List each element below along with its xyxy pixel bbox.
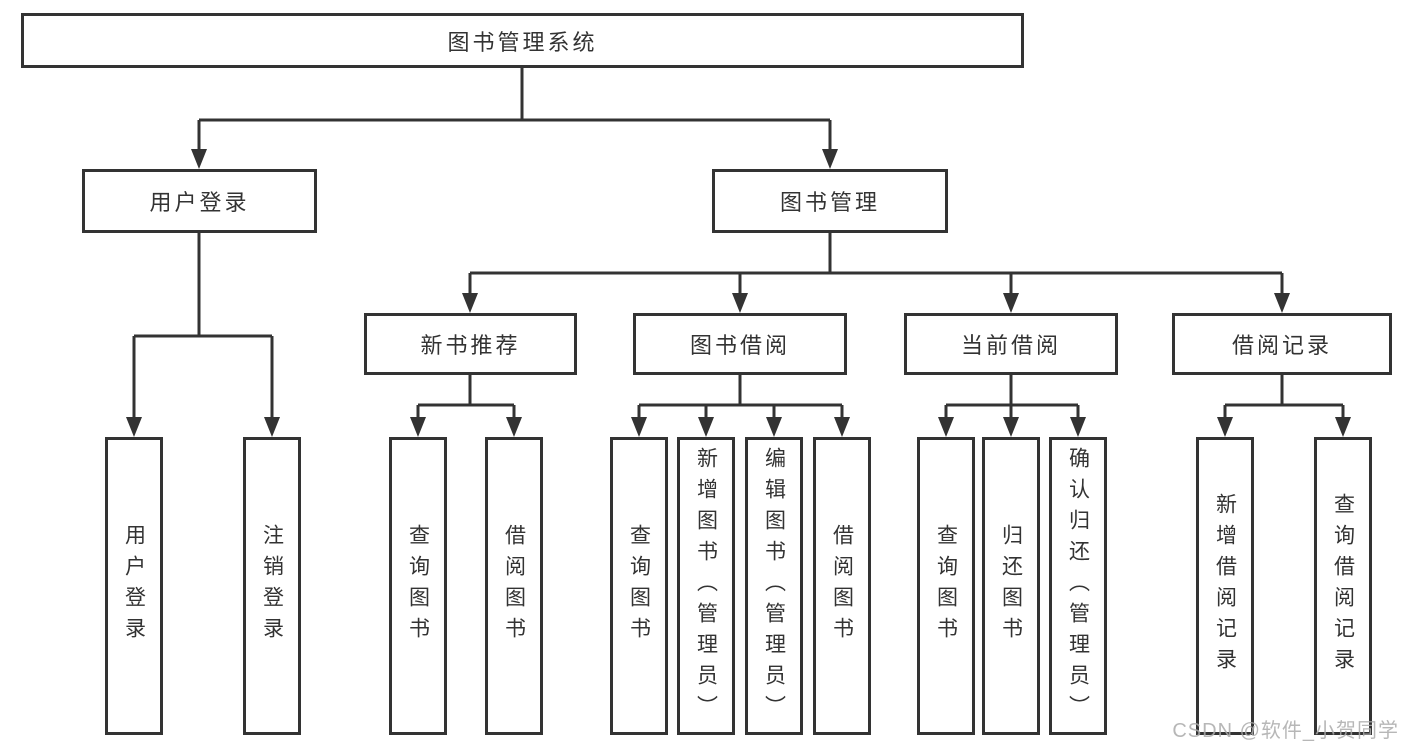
leaf-confirm-return-admin: 确认归还（管理员） [1049, 437, 1107, 735]
arrowhead [938, 417, 954, 437]
node-label: 图书借阅 [689, 333, 790, 358]
arrowhead [822, 149, 838, 169]
node-label: 用户登录 [149, 190, 250, 215]
node-label: 查询借阅记录 [1331, 493, 1355, 679]
node-label: 编辑图书（管理员） [762, 446, 786, 726]
leaf-query-books-recommend: 查询图书 [389, 437, 447, 735]
arrowhead [1217, 417, 1233, 437]
node-label: 新增图书（管理员） [694, 446, 718, 726]
node-label: 新增借阅记录 [1213, 493, 1237, 679]
arrowhead [191, 149, 207, 169]
node-borrow-records: 借阅记录 [1172, 313, 1392, 375]
leaf-logout-login: 注销登录 [243, 437, 301, 735]
arrowhead [1070, 417, 1086, 437]
leaf-user-login: 用户登录 [105, 437, 163, 735]
arrowhead [834, 417, 850, 437]
node-book-management: 图书管理 [712, 169, 948, 233]
arrowhead [698, 417, 714, 437]
arrowhead [732, 293, 748, 313]
arrowhead [766, 417, 782, 437]
leaf-query-books-current: 查询图书 [917, 437, 975, 735]
node-label: 借阅图书 [830, 524, 854, 648]
node-current-borrow: 当前借阅 [904, 313, 1118, 375]
node-label: 查询图书 [934, 524, 958, 648]
node-label: 注销登录 [260, 524, 284, 648]
arrowhead [1003, 417, 1019, 437]
arrowhead [264, 417, 280, 437]
node-label: 确认归还（管理员） [1066, 446, 1090, 726]
connector-user-login-to-leaves [132, 233, 274, 420]
node-label: 图书管理系统 [447, 29, 598, 55]
leaf-query-borrow-record: 查询借阅记录 [1314, 437, 1372, 735]
node-label: 归还图书 [999, 524, 1023, 648]
arrowhead [1003, 293, 1019, 313]
leaf-query-books-borrow: 查询图书 [610, 437, 668, 735]
node-label: 查询图书 [406, 524, 430, 648]
connector-current-borrow-to-leaves [944, 375, 1080, 420]
node-label: 查询图书 [627, 524, 651, 648]
arrowhead [631, 417, 647, 437]
arrowhead [506, 417, 522, 437]
connector-borrow-records-to-leaves [1223, 375, 1345, 420]
leaf-return-books: 归还图书 [982, 437, 1040, 735]
leaf-edit-books-admin: 编辑图书（管理员） [745, 437, 803, 735]
node-book-borrow: 图书借阅 [633, 313, 847, 375]
connector-book-borrow-to-leaves [637, 375, 844, 420]
leaf-borrow-books: 借阅图书 [813, 437, 871, 735]
arrowhead [1274, 293, 1290, 313]
connector-root-to-level1 [197, 68, 832, 152]
node-library-system: 图书管理系统 [21, 13, 1024, 68]
arrowhead [462, 293, 478, 313]
leaf-add-borrow-record: 新增借阅记录 [1196, 437, 1254, 735]
node-label: 图书管理 [779, 190, 880, 215]
node-label: 新书推荐 [420, 333, 521, 358]
watermark: CSDN @软件_小贺同学 [1172, 720, 1399, 742]
node-new-book-recommend: 新书推荐 [364, 313, 577, 375]
node-label: 当前借阅 [960, 333, 1061, 358]
node-label: 借阅图书 [502, 524, 526, 648]
node-user-login: 用户登录 [82, 169, 317, 233]
arrowhead [410, 417, 426, 437]
arrowhead [1335, 417, 1351, 437]
connector-new-book-to-leaves [416, 375, 516, 420]
node-label: 借阅记录 [1231, 333, 1332, 358]
node-label: 用户登录 [122, 524, 146, 648]
arrowhead [126, 417, 142, 437]
connector-book-mgmt-to-level2 [468, 233, 1284, 296]
leaf-add-books-admin: 新增图书（管理员） [677, 437, 735, 735]
leaf-borrow-books-recommend: 借阅图书 [485, 437, 543, 735]
